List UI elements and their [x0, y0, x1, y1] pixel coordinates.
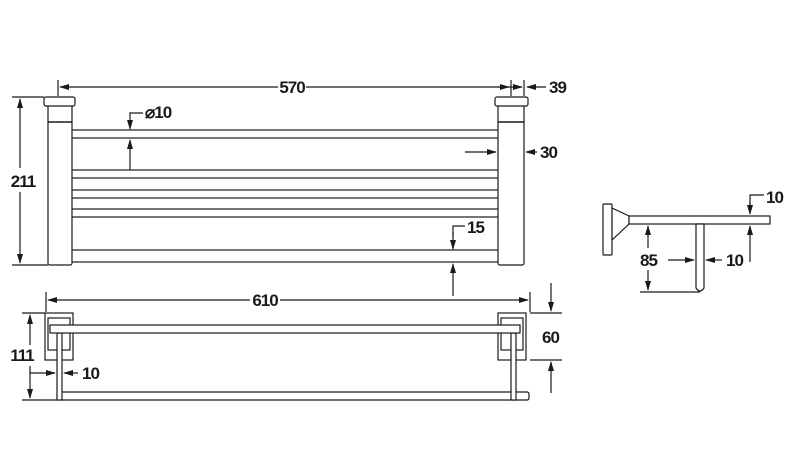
bar-diameter-label: ⌀10: [145, 103, 172, 122]
dimension-85: 85: [640, 225, 700, 293]
wall-plate: [602, 203, 613, 256]
side-bar: [628, 215, 771, 225]
left-post: [43, 96, 76, 266]
top-rail: [49, 324, 521, 334]
left-bracket: [44, 312, 74, 401]
dimension-diameter-10: ⌀10: [127, 103, 173, 170]
drop-85-label: 85: [640, 251, 657, 270]
right-post: [494, 96, 529, 266]
dimension-60: 60: [530, 283, 562, 393]
height-111-label: 111: [10, 346, 34, 365]
bracket-60-label: 60: [542, 328, 559, 347]
rod-thickness-10-label: 10: [726, 251, 743, 270]
side-view: 10 85 10: [602, 188, 784, 293]
height-211-label: 211: [11, 172, 36, 191]
dimension-15: 15: [450, 218, 485, 296]
dimension-570: 570: [57, 78, 512, 97]
side-rod: [695, 223, 705, 292]
front-view: 610 111 10 60: [10, 283, 562, 401]
bar-spacing-15-label: 15: [467, 218, 484, 237]
dimension-rod-10: 10: [30, 364, 100, 383]
mount-cone: [611, 207, 630, 242]
post-offset-30-label: 30: [540, 143, 557, 162]
dimension-side-rod-10: 10: [668, 251, 744, 270]
dimension-111: 111: [10, 312, 57, 401]
dimension-39: 39: [498, 78, 567, 97]
bar-thickness-10-label: 10: [766, 188, 783, 207]
rack-bars: [69, 129, 501, 263]
rod-10-label: 10: [82, 364, 99, 383]
dimension-30: 30: [465, 143, 558, 162]
bottom-rail: [56, 391, 530, 401]
dimension-side-10-top: 10: [747, 188, 784, 262]
depth-39-label: 39: [549, 78, 566, 97]
dimension-211: 211: [11, 96, 48, 266]
dimension-610: 610: [45, 291, 531, 312]
top-view: 570 39 211 ⌀10 30: [11, 78, 567, 296]
width-570-label: 570: [279, 78, 305, 97]
width-610-label: 610: [252, 291, 278, 310]
